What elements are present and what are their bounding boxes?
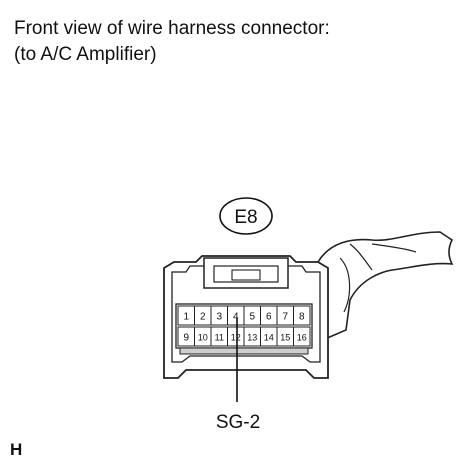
pin-number-11: 11 (215, 333, 224, 343)
pin-number-16: 16 (297, 333, 307, 343)
pin-number-10: 10 (198, 333, 208, 343)
pin-number-12: 12 (231, 333, 241, 343)
pin-number-1: 1 (183, 312, 189, 323)
pin-number-4: 4 (233, 312, 239, 323)
pin-number-2: 2 (200, 312, 206, 323)
pin-number-5: 5 (249, 312, 255, 323)
figure-code: H (10, 440, 23, 459)
pin-cell (293, 305, 311, 326)
callout-label: SG-2 (216, 412, 260, 433)
figure-caption: Front view of wire harness connector: (t… (14, 16, 330, 68)
pin-number-14: 14 (264, 333, 274, 343)
pin-number-3: 3 (216, 312, 222, 323)
pin-number-6: 6 (266, 312, 272, 323)
pin-number-13: 13 (247, 333, 257, 343)
pin-number-7: 7 (282, 312, 288, 323)
pin-cell (293, 326, 311, 347)
pin-number-9: 9 (183, 333, 189, 344)
pin-number-8: 8 (299, 312, 305, 323)
pin-number-15: 15 (280, 333, 290, 343)
caption-line-1: Front view of wire harness connector: (14, 18, 330, 39)
harness-tail (317, 231, 454, 344)
connector-id-badge (219, 197, 273, 235)
caption-line-2: (to A/C Amplifier) (14, 44, 157, 65)
connector-id: E8 (234, 207, 257, 228)
